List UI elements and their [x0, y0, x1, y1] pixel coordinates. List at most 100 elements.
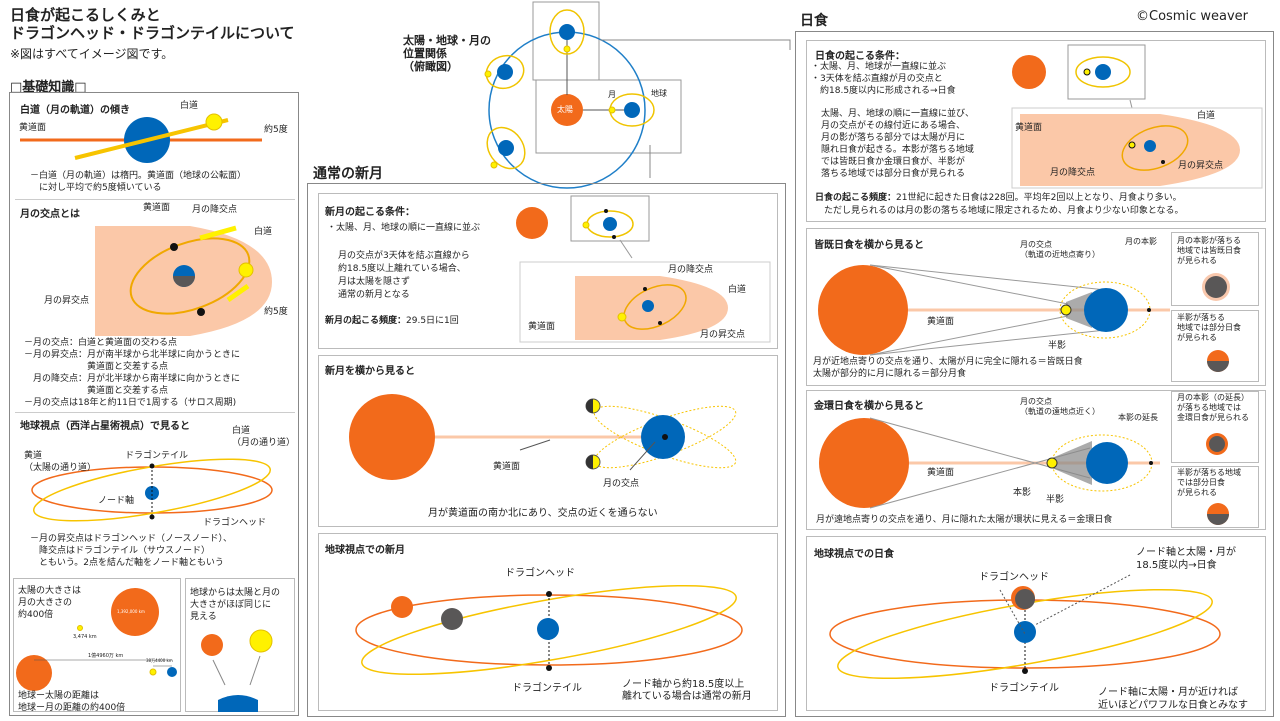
- total-note: 月が近地点寄りの交点を通り、太陽が月に完全に隠れる＝皆既日食 太陽が部分的に月に…: [813, 357, 1083, 379]
- nodes-diagram: [95, 225, 272, 336]
- label-ecliptic: 黄道面: [528, 322, 556, 332]
- freq-value: 29.5日に1回: [406, 316, 459, 326]
- newmoon-cond-box: [318, 193, 778, 349]
- total-side-icons: [1202, 273, 1230, 372]
- divider: [15, 199, 295, 200]
- earth: [145, 486, 159, 500]
- moon-orbit: [129, 237, 251, 315]
- size-diagram: [16, 588, 273, 712]
- credit: ©Cosmic weaver: [1136, 9, 1248, 24]
- newmoon-earth-diagram: [355, 584, 743, 676]
- earth-note: ノード軸から約18.5度以上 離れている場合は通常の新月: [622, 679, 752, 702]
- cond-title: 新月の起こる条件：: [325, 207, 415, 218]
- size-box: [13, 578, 181, 712]
- moon: [1060, 304, 1072, 316]
- sun-km: 1,392,000 km: [117, 609, 145, 614]
- label-tail: ドラゴンテイル: [512, 683, 582, 694]
- label-head: ドラゴンヘッド: [979, 572, 1049, 583]
- sun: [819, 418, 909, 508]
- label-head: ドラゴンヘッド: [203, 518, 267, 528]
- umbra: [1066, 292, 1092, 328]
- eclipse-earth-box: [806, 536, 1266, 711]
- sun: [349, 394, 435, 480]
- eclipse-cond-box: [806, 40, 1266, 222]
- earth-view-note: －月の昇交点はドラゴンヘッド（ノースノード）、 降交点はドラゴンテイル（サウスノ…: [30, 534, 233, 568]
- label-asc-node: 月の昇交点: [44, 296, 90, 306]
- label-earth: 地球: [651, 89, 667, 98]
- total-box: [806, 228, 1266, 386]
- annular-box: [806, 390, 1266, 530]
- earth-view-title: 地球視点（西洋占星術視点）で見ると: [20, 421, 190, 432]
- label-head: ドラゴンヘッド: [505, 568, 575, 579]
- total-side1: 月の本影が落ちる 地域では皆既日食 が見られる: [1177, 236, 1241, 265]
- cond-line: ・太陽、月、地球の順に一直線に並ぶ: [327, 223, 481, 233]
- eclipse-earth-title: 地球視点での日食: [814, 549, 894, 560]
- moon: [205, 113, 223, 131]
- annular-node: 月の交点 （軌道の遠地点近く）: [1020, 397, 1100, 416]
- eclipse-panel: [795, 31, 1274, 717]
- motion-arrow: [199, 225, 237, 241]
- label-desc-node: 月の降交点: [192, 205, 238, 215]
- distance-text: 地球ー太陽の距離は 地球ー月の距離の約400倍: [18, 691, 126, 713]
- moon-km: 3,474 km: [73, 634, 97, 640]
- label-sun: 太陽: [557, 105, 573, 114]
- side-node: 月の交点: [603, 479, 640, 489]
- eclipse-cond-diagram: [1011, 44, 1263, 189]
- total-side1-box: [1171, 232, 1259, 306]
- moon-orbit: [33, 458, 271, 522]
- dist1: 1億4960万 km: [88, 653, 124, 659]
- label-axis: ノード軸: [98, 496, 135, 506]
- newmoon-side-diagram: [349, 394, 737, 480]
- total-node: 月の交点 （軌道の近地点寄り）: [1020, 240, 1100, 259]
- newmoon-heading: 通常の新月: [313, 166, 383, 182]
- same-size-text: 地球からは太陽と月の 大きさがほぼ同じに 見える: [190, 588, 281, 622]
- newmoon-side-box: [318, 355, 778, 527]
- cond-detail: 月の交点が3天体を結ぶ直線から 約18.5度以上離れている場合、 月は太陽を隠さ…: [338, 251, 470, 300]
- sun: [111, 588, 159, 636]
- nodes-title: 月の交点とは: [20, 209, 80, 220]
- annot-bottom: ノード軸に太陽・月が近ければ 近いほどパワフルな日食とみなす: [1098, 687, 1248, 711]
- annular-side2: 半影が落ちる地域 では部分日食 が見られる: [1177, 468, 1241, 497]
- basics-panel: [9, 92, 299, 716]
- tilt-note: －白道（月の軌道）は楕円。黄道面（地球の公転面） に対し平均で約5度傾いている: [30, 171, 247, 193]
- nodes-note: －月の交点：白道と黄道面の交わる点 －月の昇交点：月が南半球から北半球に向かうと…: [24, 338, 241, 408]
- label-asc-node: 月の昇交点: [700, 330, 746, 340]
- sun-size-text: 太陽の大きさは 月の大きさの 約400倍: [18, 586, 82, 620]
- annular-title: 金環日食を横から見ると: [814, 401, 924, 412]
- cond-lines: ・太陽、月、地球が一直線に並ぶ ・3天体を結ぶ直線が月の交点と 約18.5度以内…: [811, 62, 956, 96]
- freq-label: 日食の起こる頻度：: [815, 193, 897, 203]
- tail-node: [149, 463, 155, 469]
- label-moon: 月: [608, 90, 616, 99]
- freq: 新月の起こる頻度：29.5日に1回: [325, 313, 459, 326]
- total-diagram: [818, 264, 1170, 356]
- label-moon-path: 白道: [180, 101, 199, 111]
- earth-title: 地球視点での新月: [325, 545, 405, 556]
- total-ecliptic: 黄道面: [927, 317, 955, 327]
- title-line1: 日食が起こるしくみと: [10, 6, 161, 24]
- head-node: [149, 514, 155, 520]
- dist2: 38万4400 km: [146, 658, 173, 663]
- label-moon-path: 白道: [1197, 111, 1216, 121]
- tilt-title: 白道（月の軌道）の傾き: [20, 105, 130, 116]
- total-umbra: 月の本影: [1125, 237, 1157, 246]
- eclipse-heading: 日食: [800, 13, 828, 29]
- moon-orbit-line: [74, 118, 229, 160]
- annular-side1: 月の本影（の延長） が落ちる地域では 金環日食が見られる: [1177, 393, 1249, 422]
- freq-label: 新月の起こる頻度：: [325, 316, 407, 326]
- annular-ecliptic: 黄道面: [927, 468, 955, 478]
- asc-node: [197, 308, 205, 316]
- annular-note: 月が遠地点寄りの交点を通り、月に隠れた太陽が環状に見える＝金環日食: [816, 515, 1113, 525]
- cond-title: 日食の起こる条件：: [815, 51, 905, 62]
- label-ecliptic: 黄道 （太陽の通り道）: [24, 451, 97, 473]
- label-ecliptic: 黄道面: [19, 123, 47, 133]
- total-side2-box: [1171, 310, 1259, 382]
- newmoon-earth-box: [318, 533, 778, 711]
- title-line2: ドラゴンヘッド・ドラゴンテイルについて: [10, 24, 295, 42]
- desc-node: [170, 243, 178, 251]
- earth: [1086, 442, 1128, 484]
- annot-top: ノード軸と太陽・月が 18.5度以内→日食: [1136, 547, 1236, 571]
- annular-side-icons: [1206, 433, 1229, 525]
- cond-detail: 太陽、月、地球の順に一直線に並び、 月の交点がその線付近にある場合、 月の影が落…: [821, 109, 975, 179]
- newmoon-cond-diagram: [516, 195, 771, 343]
